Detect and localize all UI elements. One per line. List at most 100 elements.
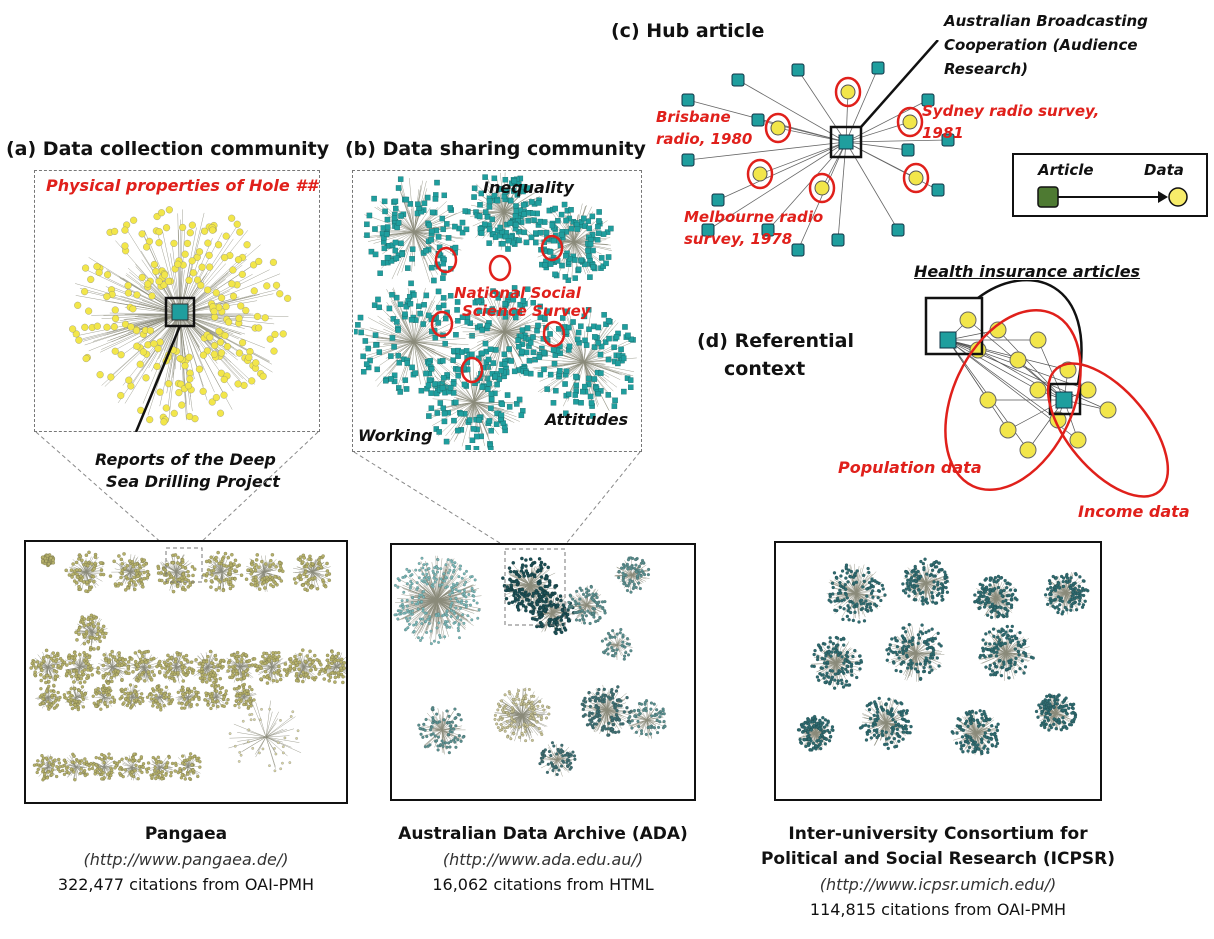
cluster-node <box>355 322 361 328</box>
cluster-node <box>239 573 244 577</box>
cluster-node <box>409 256 415 262</box>
cluster-edge <box>292 571 313 573</box>
cluster-edge <box>503 195 518 213</box>
cluster-edge <box>553 208 575 243</box>
cluster-node <box>162 404 170 412</box>
cluster-node <box>486 226 493 233</box>
cluster-node <box>505 238 512 244</box>
cluster-node <box>93 322 101 330</box>
cluster-node <box>39 673 43 677</box>
pangaea-cluster-row2-3 <box>126 649 162 683</box>
cluster-node <box>186 573 191 578</box>
cluster-node <box>112 698 117 702</box>
cluster-node <box>417 310 423 317</box>
cluster-node <box>613 334 620 340</box>
cluster-node <box>268 563 273 567</box>
cluster-node <box>259 660 263 664</box>
cluster-node <box>586 253 592 259</box>
cluster-node <box>65 663 69 667</box>
cluster-edge <box>573 221 595 243</box>
cluster-node <box>598 370 604 376</box>
cluster-node <box>51 664 55 668</box>
cluster-edge <box>47 661 62 668</box>
cluster-node <box>408 280 414 287</box>
cluster-node <box>294 671 299 676</box>
cluster-node <box>389 291 395 298</box>
panel-d-data-node-4 <box>1029 331 1047 349</box>
cluster-edge <box>473 383 475 403</box>
cluster-node <box>214 241 223 249</box>
panel-a-bottom-label-1: Reports of the Deep <box>95 450 276 469</box>
cluster-node <box>294 678 299 683</box>
cluster-node <box>482 340 489 347</box>
cluster-node <box>524 286 531 292</box>
cluster-node <box>167 698 171 702</box>
cluster-node <box>272 281 281 289</box>
cluster-node <box>67 656 71 661</box>
cluster-edge <box>246 571 265 574</box>
cluster-node <box>563 410 569 416</box>
cluster-node <box>72 669 76 673</box>
cluster-node <box>178 652 182 657</box>
cluster-node <box>433 390 440 397</box>
cluster-edge <box>105 286 181 315</box>
cluster-node <box>566 343 573 350</box>
cluster-node <box>311 660 315 664</box>
panel-c-hub-label-3: Research) <box>944 60 1029 78</box>
cluster-node <box>175 584 180 589</box>
cluster-node <box>435 234 442 240</box>
cluster-node <box>126 660 131 664</box>
cluster-node <box>234 256 243 264</box>
cluster-edge <box>109 666 113 681</box>
cluster-edge <box>548 325 585 363</box>
cluster-edge <box>103 696 114 700</box>
cluster-node <box>451 417 457 424</box>
cluster-node <box>376 304 382 311</box>
cluster-edge <box>494 331 505 359</box>
cluster-node <box>101 688 105 692</box>
panel-c-article-node-3 <box>871 61 885 75</box>
cluster-node <box>144 650 149 654</box>
cluster-edge <box>209 556 223 573</box>
cluster-edge <box>445 401 475 437</box>
cluster-node <box>41 659 46 663</box>
cluster-node <box>428 390 434 396</box>
cluster-node <box>452 244 459 251</box>
cluster-edge <box>388 341 415 377</box>
cluster-node <box>586 225 593 232</box>
cluster-node <box>541 349 547 356</box>
cluster-node <box>200 679 205 684</box>
cluster-node <box>288 666 293 671</box>
cluster-node <box>598 255 605 261</box>
cluster-edge <box>375 341 415 382</box>
cluster-node <box>206 263 214 271</box>
cluster-node <box>123 588 128 592</box>
cluster-node <box>552 205 558 212</box>
cluster-node <box>108 574 113 578</box>
panel-c-article-node-0 <box>681 93 695 107</box>
cluster-edge <box>413 231 439 242</box>
cluster-edge <box>473 372 477 403</box>
cluster-node <box>365 345 371 352</box>
cluster-node <box>591 344 598 350</box>
cluster-node <box>156 388 164 396</box>
cluster-node <box>111 695 115 699</box>
cluster-node <box>298 555 303 559</box>
cluster-node <box>134 684 138 689</box>
cluster-node <box>114 658 118 662</box>
cluster-node <box>160 578 164 583</box>
cluster-node <box>315 586 320 591</box>
panel-b-highlight-0 <box>434 246 458 274</box>
cluster-node <box>473 446 480 450</box>
pangaea-cluster-row2-7 <box>255 650 290 685</box>
cluster-node <box>279 579 284 583</box>
cluster-edge <box>171 659 177 668</box>
cluster-node <box>151 704 155 708</box>
cluster-node <box>490 360 497 366</box>
cluster-node <box>411 292 417 298</box>
cluster-node <box>296 575 300 580</box>
panel-c-article-node-2 <box>791 63 805 77</box>
cluster-edge <box>128 561 131 573</box>
cluster-node <box>168 701 173 706</box>
cluster-node <box>82 264 90 272</box>
